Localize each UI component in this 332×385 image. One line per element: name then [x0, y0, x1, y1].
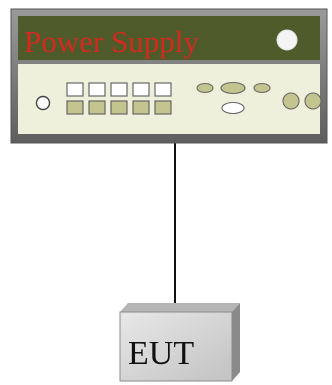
eut-label: EUT [128, 335, 194, 372]
oval-button-icon [253, 82, 271, 94]
key-outline [154, 82, 172, 97]
key-outline [132, 82, 150, 97]
power-switch-icon [35, 95, 51, 111]
key-outline [66, 82, 84, 97]
power-supply-front-panel [18, 64, 320, 134]
power-supply-label: Power Supply [24, 24, 199, 59]
eut-front-face [119, 311, 233, 382]
key-filled [66, 100, 84, 115]
key-outline [110, 82, 128, 97]
oval-button-icon [220, 81, 246, 95]
key-filled [154, 100, 172, 115]
power-indicator-icon [276, 29, 298, 51]
eut-side-face [232, 303, 240, 381]
power-supply-top-panel [18, 16, 320, 60]
key-filled [132, 100, 150, 115]
oval-button-icon [221, 101, 245, 115]
key-filled [110, 100, 128, 115]
oval-button-icon [196, 82, 214, 94]
knob-icon [304, 92, 322, 110]
eut-box: EUT [119, 303, 240, 382]
knob-icon [282, 92, 300, 110]
key-outline [88, 82, 106, 97]
power-supply-unit: Power Supply [10, 8, 328, 144]
eut-top-face [120, 303, 240, 312]
key-filled [88, 100, 106, 115]
